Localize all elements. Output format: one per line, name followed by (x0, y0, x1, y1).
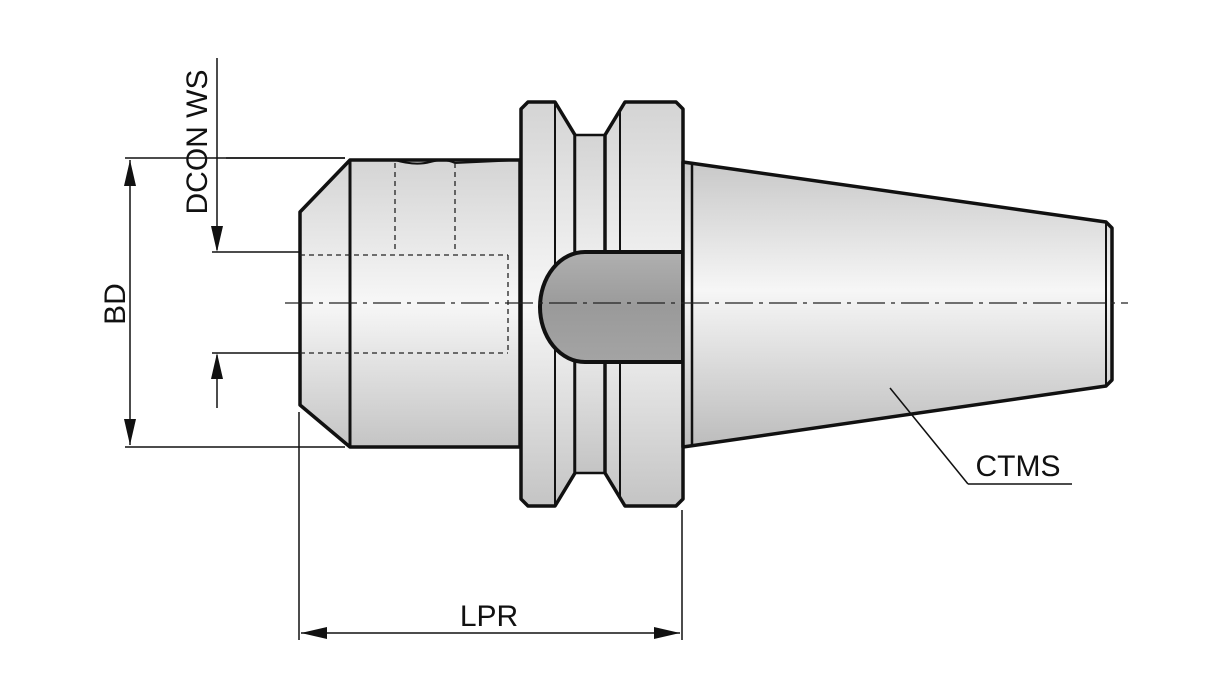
dcon-ws-label: DCON WS (181, 69, 214, 215)
drive-key (538, 250, 685, 364)
taper-shank (681, 160, 1114, 449)
dcon-dimension (211, 58, 345, 408)
hidden-bore (300, 163, 509, 354)
ctms-label: CTMS (975, 450, 1061, 483)
bd-label: BD (99, 283, 132, 325)
shank-top-wave (350, 159, 521, 165)
ctms-leader (889, 387, 1072, 485)
lpr-label: LPR (459, 600, 519, 633)
lpr-dimension (298, 412, 683, 640)
